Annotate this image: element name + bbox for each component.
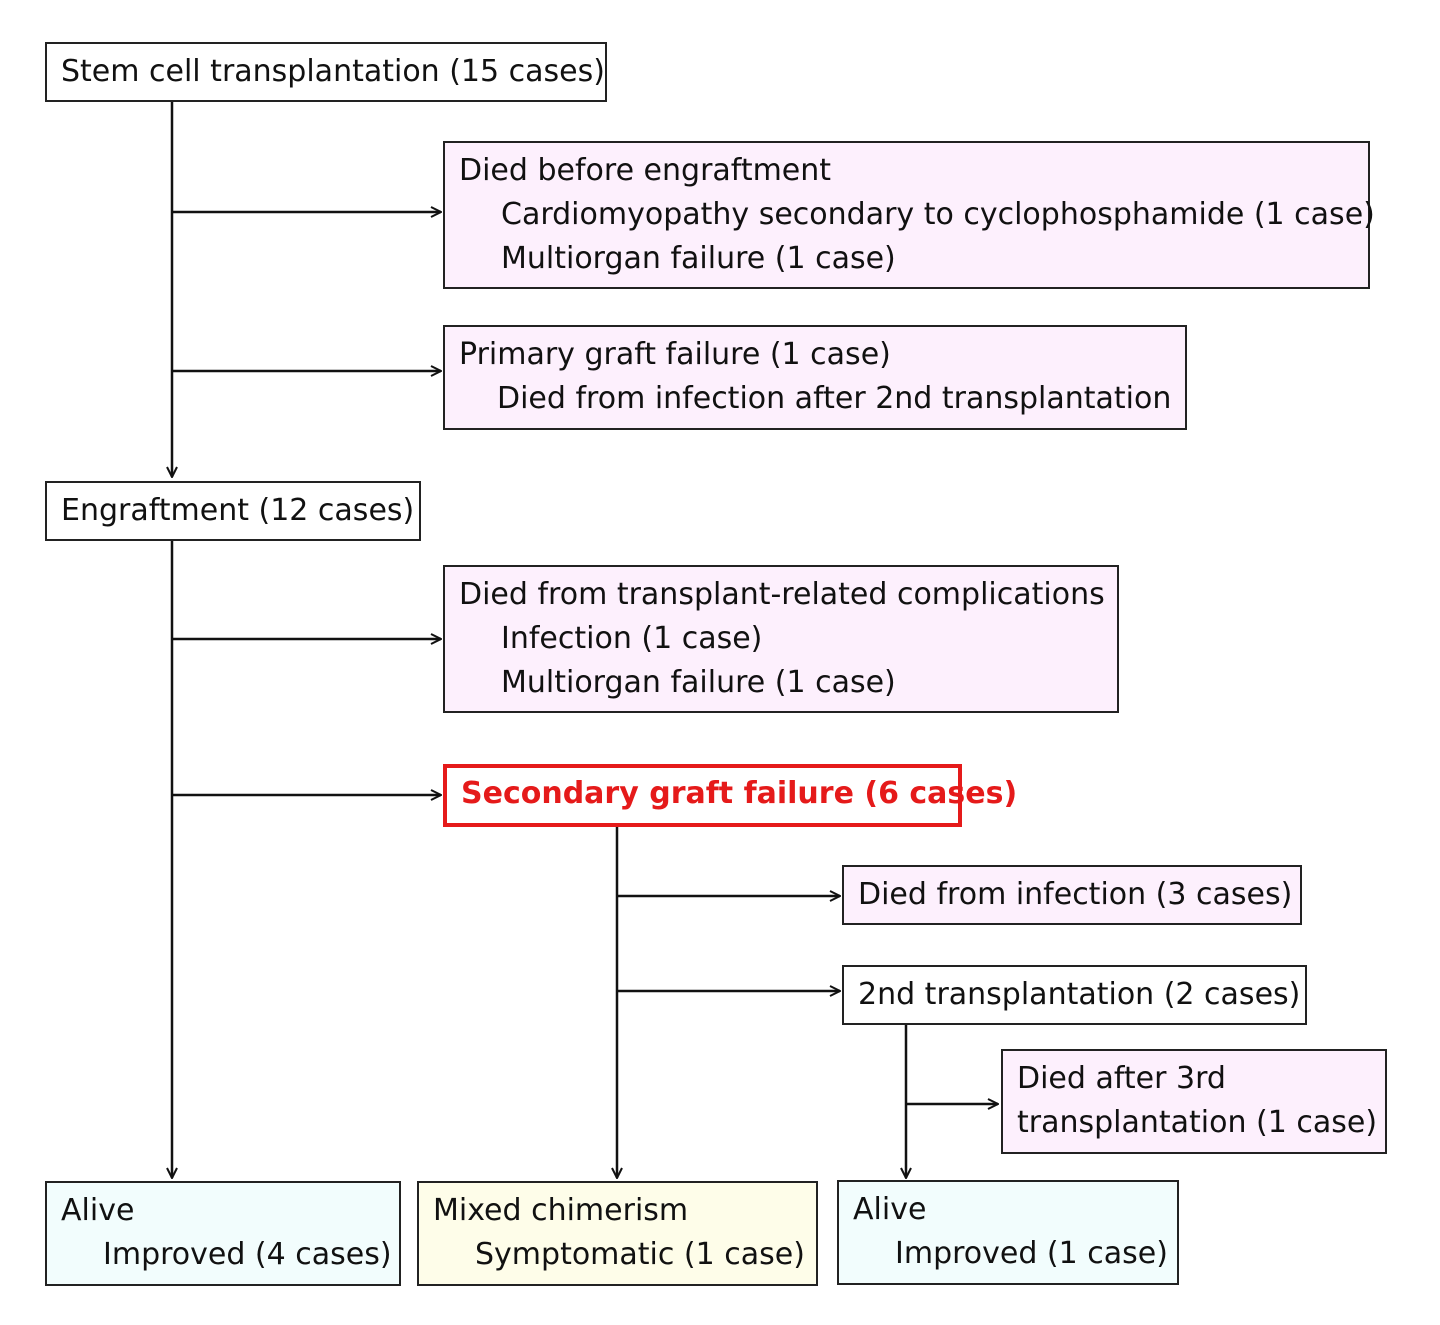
alive-left-title: Alive	[61, 1193, 135, 1228]
mixed-chimerism-box: Mixed chimerism Symptomatic (1 case)	[417, 1181, 818, 1286]
died-before-engraftment-box: Died before engraftment Cardiomyopathy s…	[443, 141, 1375, 289]
secondary-graft-failure-box: Secondary graft failure (6 cases)	[443, 764, 1018, 827]
primary-graft-failure-box: Primary graft failure (1 case) Died from…	[443, 325, 1187, 430]
died-infection-title: Died from infection (3 cases)	[858, 877, 1293, 912]
died-complications-box: Died from transplant-related complicatio…	[443, 565, 1119, 713]
primary-failure-title: Primary graft failure (1 case)	[459, 337, 891, 372]
secondary-failure-title: Secondary graft failure (6 cases)	[461, 776, 1018, 811]
died-third-line: Died after 3rd	[1017, 1061, 1226, 1096]
alive-left-box: Alive Improved (4 cases)	[45, 1181, 401, 1286]
engraftment-box: Engraftment (12 cases)	[45, 481, 421, 541]
alive-right-title: Alive	[853, 1192, 927, 1227]
died-complications-title: Died from transplant-related complicatio…	[459, 577, 1105, 612]
died-after-third-box: Died after 3rd transplantation (1 case)	[1001, 1049, 1387, 1154]
died-complications-item: Infection (1 case)	[501, 621, 763, 656]
died-from-infection-box: Died from infection (3 cases)	[842, 865, 1302, 925]
second-transplantation-box: 2nd transplantation (2 cases)	[842, 965, 1307, 1025]
alive-left-item: Improved (4 cases)	[103, 1237, 392, 1272]
died-before-item: Multiorgan failure (1 case)	[501, 241, 896, 276]
engraftment-title: Engraftment (12 cases)	[61, 493, 415, 528]
stem-cell-title: Stem cell transplantation (15 cases)	[61, 54, 605, 89]
died-before-title: Died before engraftment	[459, 153, 832, 188]
alive-right-box: Alive Improved (1 case)	[837, 1180, 1179, 1285]
died-third-line: transplantation (1 case)	[1017, 1105, 1378, 1140]
died-before-item: Cardiomyopathy secondary to cyclophospha…	[501, 197, 1375, 232]
alive-right-item: Improved (1 case)	[895, 1236, 1168, 1271]
primary-failure-item: Died from infection after 2nd transplant…	[497, 381, 1172, 416]
mixed-item: Symptomatic (1 case)	[475, 1237, 805, 1272]
second-transplant-title: 2nd transplantation (2 cases)	[858, 977, 1301, 1012]
mixed-title: Mixed chimerism	[433, 1193, 689, 1228]
died-complications-item: Multiorgan failure (1 case)	[501, 665, 896, 700]
stem-cell-transplantation-box: Stem cell transplantation (15 cases)	[45, 42, 607, 102]
